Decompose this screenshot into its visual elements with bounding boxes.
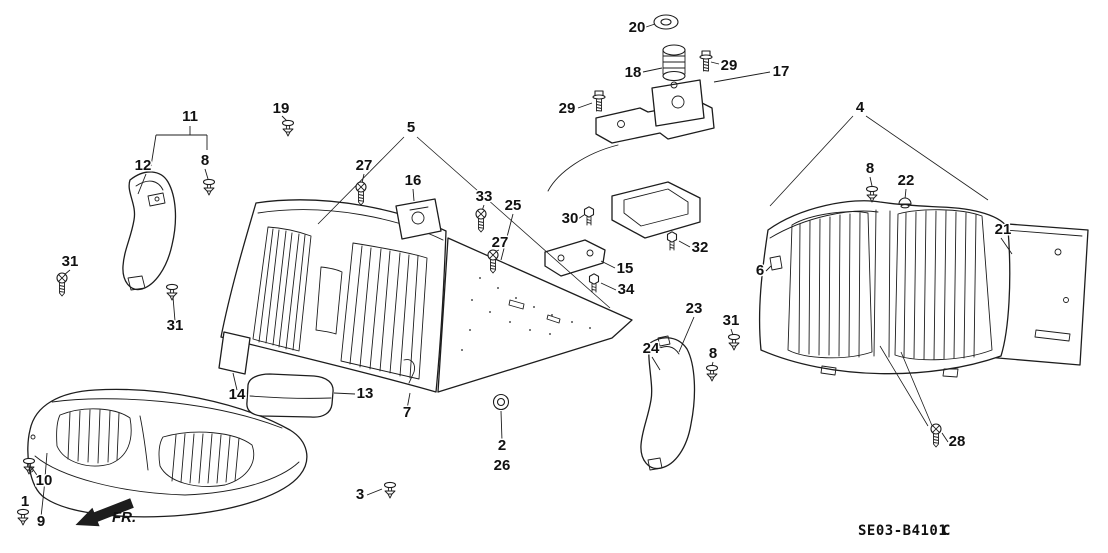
part-label-34: 34 (618, 281, 635, 298)
pointer-lines-28 (879, 345, 934, 429)
panel-slots (508, 299, 561, 324)
part-label-30: 30 (562, 210, 579, 227)
part-label-27-2: 27 (492, 234, 509, 251)
part-label-29-1: 29 (721, 57, 738, 74)
part-label-32: 32 (692, 239, 709, 256)
left-bolster-drawing (122, 171, 177, 291)
screw-icon (930, 423, 942, 448)
clip-icon (165, 283, 179, 301)
clip-icon (705, 364, 719, 382)
right-seatback-drawing (758, 200, 1011, 378)
part-label-23: 23 (686, 300, 703, 317)
cap-icon (898, 197, 912, 209)
part-label-14: 14 (229, 386, 246, 403)
part-label-9: 9 (37, 513, 45, 530)
part-label-28: 28 (949, 433, 966, 450)
nut-icon (588, 273, 600, 293)
clip-icon (16, 508, 30, 526)
part-label-20: 20 (629, 19, 646, 36)
right-bolster-drawing (640, 335, 696, 471)
fr-arrow: FR. (75, 498, 136, 527)
hinge-bracket-assembly-drawing (547, 79, 715, 192)
part-label-6: 6 (756, 262, 764, 279)
part-label-7: 7 (403, 404, 411, 421)
part-label-5: 5 (407, 119, 415, 136)
leader-lines (31, 23, 1013, 518)
screw-icon (56, 272, 68, 297)
part-label-24: 24 (643, 340, 660, 357)
seat-pad-14-drawing (218, 331, 251, 375)
part-label-3: 3 (356, 486, 364, 503)
part-label-21: 21 (995, 221, 1012, 238)
lock-cylinder-drawing (662, 44, 686, 89)
assembly-boundary-lines (317, 115, 989, 309)
tray-drawing (611, 181, 701, 239)
bracket-15-drawing (544, 239, 606, 277)
release-rod (547, 144, 619, 192)
part-label-31-3: 31 (723, 312, 740, 329)
part-label-13: 13 (357, 385, 374, 402)
part-label-12: 12 (135, 157, 152, 174)
panel-speckles (461, 277, 591, 351)
armrest-drawing (246, 373, 334, 418)
part-label-2: 2 (498, 437, 506, 454)
part-label-31-2: 31 (167, 317, 184, 334)
oval-grommet-drawing (653, 14, 679, 30)
part-label-4: 4 (856, 99, 865, 116)
diagram-code-text: SE03-B4101 (858, 523, 947, 539)
clip-icon (865, 185, 879, 203)
screw-icon (355, 181, 367, 206)
part-label-8-3: 8 (709, 345, 717, 362)
bolt-icon (699, 50, 713, 72)
part-label-31-1: 31 (62, 253, 79, 270)
plate-16-drawing (395, 198, 442, 240)
nut-icon (583, 206, 595, 226)
bolt-icon (592, 90, 606, 112)
part-label-18: 18 (625, 64, 642, 81)
part-label-1: 1 (21, 493, 29, 510)
armrest-cutout (315, 266, 343, 335)
part-label-11: 11 (182, 108, 198, 125)
part-label-10: 10 (36, 472, 53, 489)
fr-label: FR. (112, 509, 136, 526)
rear-panel-drawing (437, 237, 633, 393)
part-label-29-2: 29 (559, 100, 576, 117)
part-label-27-1: 27 (356, 157, 373, 174)
part-label-16: 16 (405, 172, 422, 189)
part-label-8-1: 8 (201, 152, 209, 169)
part-label-17: 17 (773, 63, 790, 80)
center-seatback-drawing (220, 199, 447, 393)
clip-icon (281, 119, 295, 137)
part-label-25: 25 (505, 197, 522, 214)
part-label-8-2: 8 (866, 160, 874, 177)
part-label-26: 26 (494, 457, 511, 474)
clip-icon (383, 481, 397, 499)
part-label-33: 33 (476, 188, 493, 205)
diagram-code: SE03-B4101 C (858, 523, 951, 539)
latch-hook (403, 359, 415, 384)
hook-6 (769, 255, 783, 271)
screw-icon (475, 208, 487, 233)
part-label-15: 15 (617, 260, 634, 277)
clip-icon (727, 333, 741, 351)
part-label-22: 22 (898, 172, 915, 189)
nut-icon (666, 231, 678, 251)
part-label-19: 19 (273, 100, 290, 117)
clip-icon (202, 178, 216, 196)
seat-cushion-drawing (27, 388, 308, 518)
diagram-code-suffix: C (942, 523, 951, 539)
grommet-icon (492, 393, 510, 411)
